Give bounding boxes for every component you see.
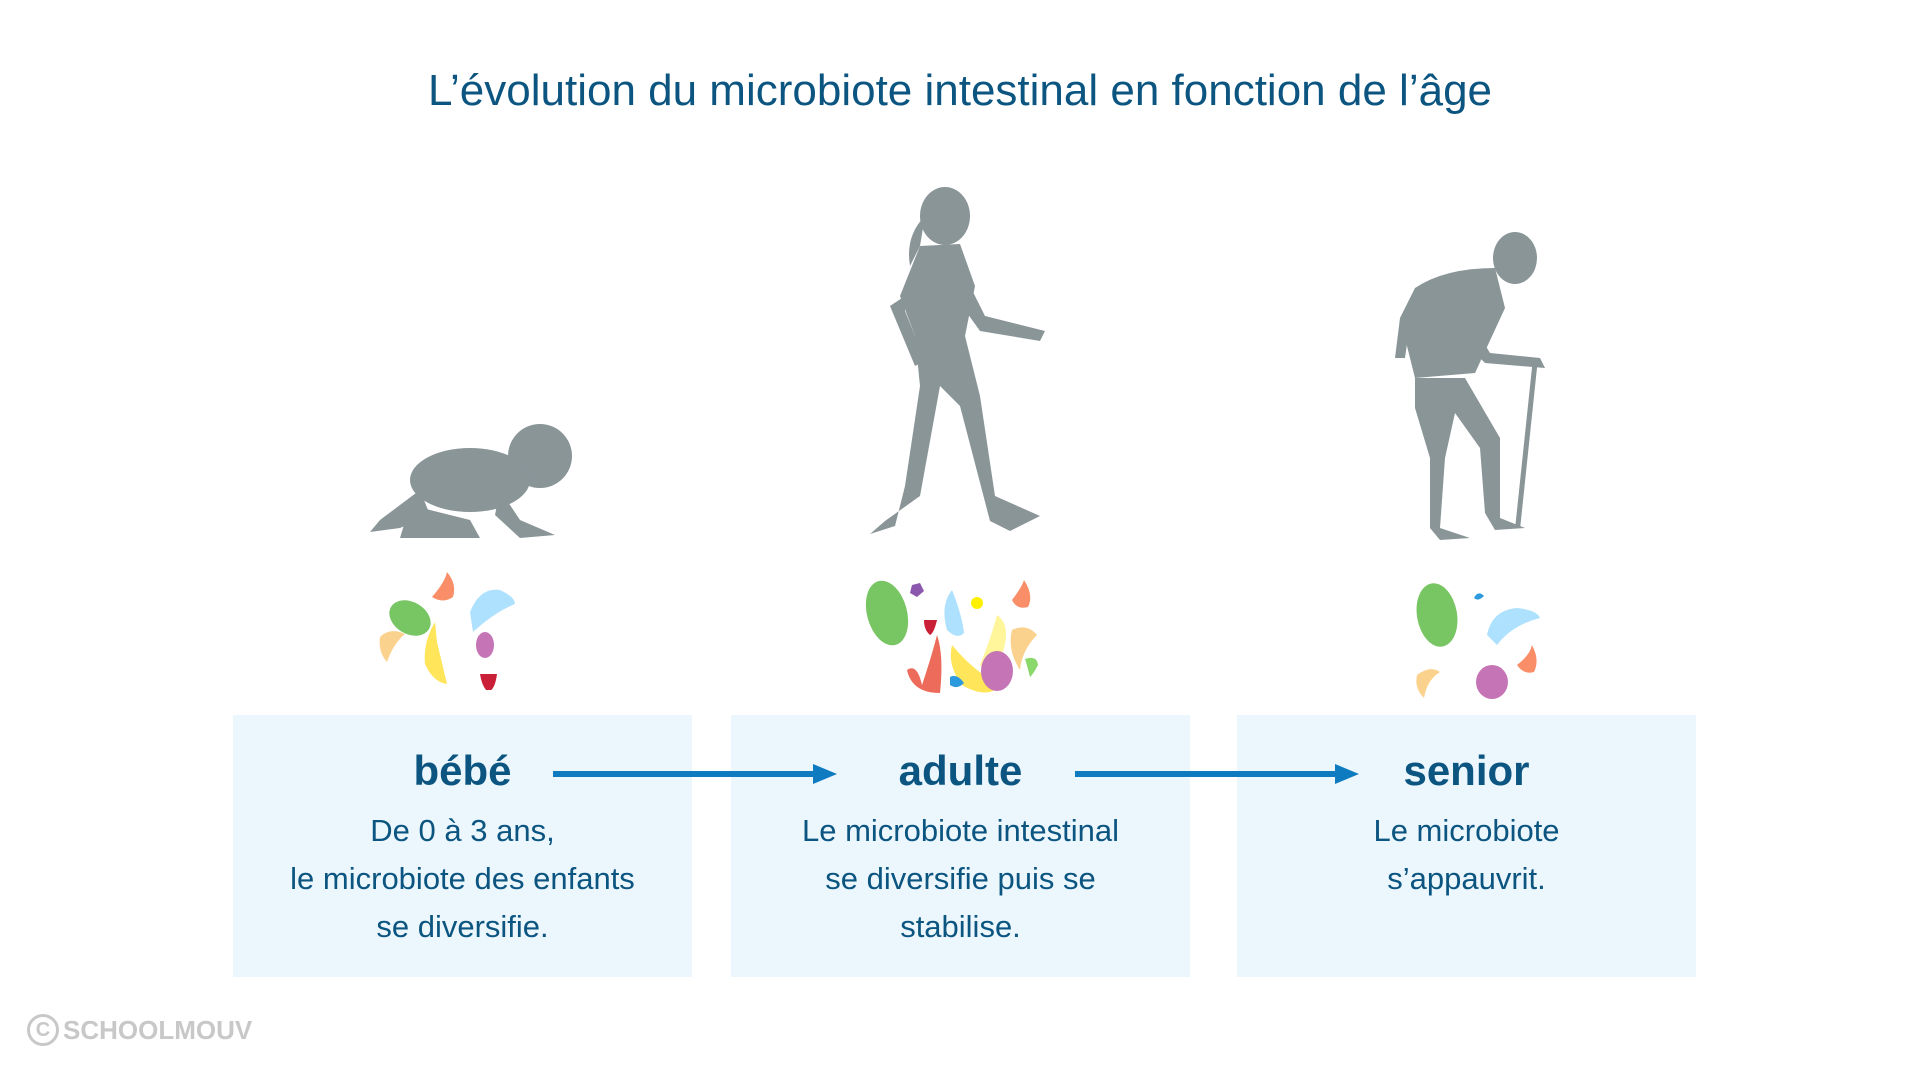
description-line: le microbiote des enfants <box>290 861 635 896</box>
baby-silhouette <box>370 424 572 538</box>
senior-microbiota-icon <box>1416 583 1540 699</box>
adult-microbiota-icon <box>865 580 1038 693</box>
adult-woman-silhouette <box>870 187 1045 534</box>
description-line: se diversifie puis se <box>825 861 1096 896</box>
description-line: se diversifie. <box>376 909 549 944</box>
stage-description: Le microbiote s’appauvrit. <box>1237 807 1696 903</box>
description-line: Le microbiote <box>1373 813 1560 848</box>
diagram-title: L’évolution du microbiote intestinal en … <box>427 66 1493 115</box>
copyright-icon: C <box>27 1014 59 1046</box>
stage-label: bébé <box>413 747 512 794</box>
arrow-right-icon <box>1075 764 1359 784</box>
arrow-right-icon <box>553 764 837 784</box>
schoolmouv-logo: C SCHOOLMOUV <box>27 1014 252 1046</box>
logo-text: SCHOOLMOUV <box>63 1014 253 1045</box>
stage-label: senior <box>1403 747 1530 794</box>
senior-man-silhouette <box>1395 232 1545 540</box>
description-line: s’appauvrit. <box>1387 861 1546 896</box>
stage-label: adulte <box>898 747 1023 794</box>
stage-box-bebe: bébé De 0 à 3 ans, le microbiote des enf… <box>233 715 692 977</box>
description-line: stabilise. <box>900 909 1021 944</box>
stage-box-adulte: adulte Le microbiote intestinal se diver… <box>731 715 1190 977</box>
stage-description: De 0 à 3 ans, le microbiote des enfants … <box>233 807 692 951</box>
stage-box-senior: senior Le microbiote s’appauvrit. <box>1237 715 1696 977</box>
description-line: Le microbiote intestinal <box>801 813 1120 848</box>
stage-description: Le microbiote intestinal se diversifie p… <box>731 807 1190 951</box>
baby-microbiota-icon <box>379 572 515 690</box>
description-line: De 0 à 3 ans, <box>370 813 555 848</box>
